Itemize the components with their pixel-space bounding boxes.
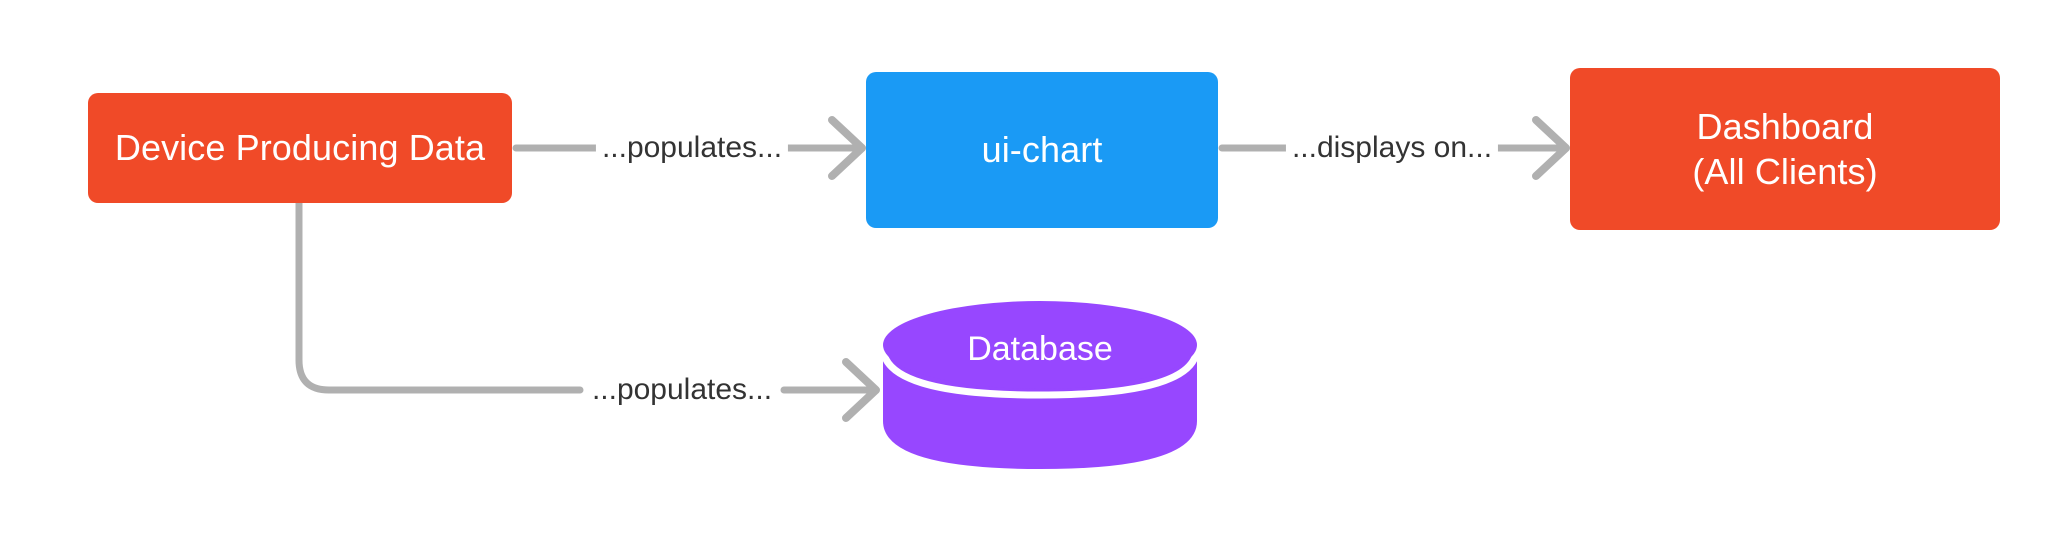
node-device-producing-data[interactable]: Device Producing Data xyxy=(88,93,512,203)
node-ui-chart[interactable]: ui-chart xyxy=(866,72,1218,228)
arrowhead-icon-device-to-database xyxy=(842,358,880,422)
node-label-dashboard: Dashboard (All Clients) xyxy=(1692,105,1878,192)
node-label-database: Database xyxy=(967,330,1113,368)
cylinder-top xyxy=(883,301,1197,389)
edge-label-device-to-uichart: ...populates... xyxy=(595,131,789,165)
node-dashboard[interactable]: Dashboard (All Clients) xyxy=(1570,68,2000,230)
node-label-device: Device Producing Data xyxy=(114,127,486,169)
cylinder-icon xyxy=(881,301,1199,469)
cylinder-seam xyxy=(881,346,1199,399)
edge-line-device-to-database-elbow xyxy=(295,199,584,394)
node-database[interactable]: Database xyxy=(881,299,1199,471)
arrowhead-icon-uichart-to-dashboard xyxy=(1532,116,1570,180)
edge-label-device-to-database: ...populates... xyxy=(585,373,779,407)
node-label-ui-chart: ui-chart xyxy=(981,129,1103,171)
edge-label-uichart-to-dashboard: ...displays on... xyxy=(1285,131,1499,165)
arrowhead-icon-device-to-uichart xyxy=(828,116,866,180)
